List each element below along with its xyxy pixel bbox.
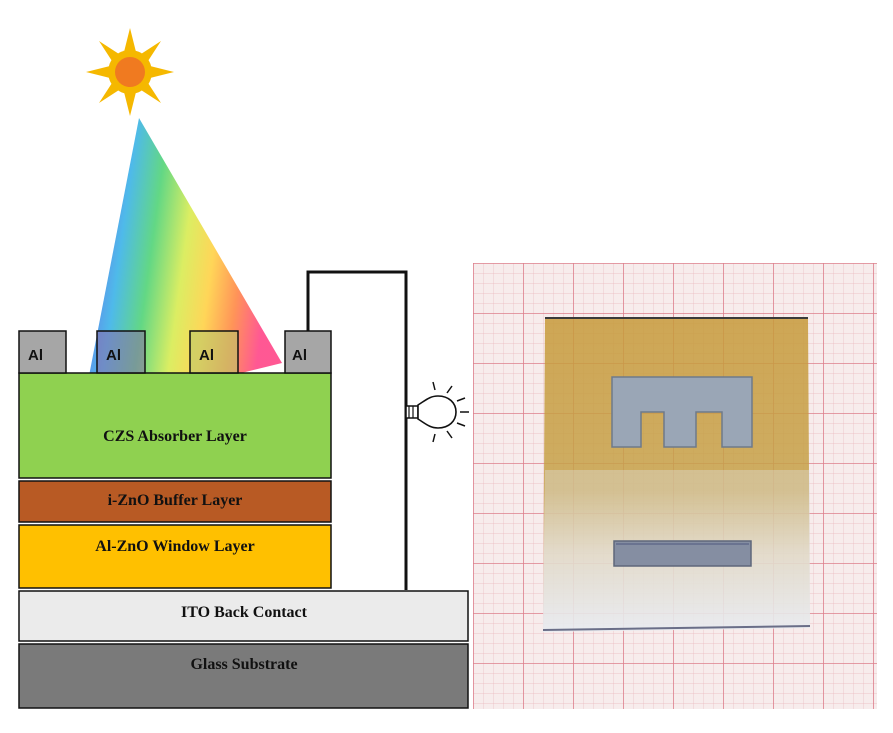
sun-icon <box>86 28 174 116</box>
circuit-wire <box>306 270 408 590</box>
glass-substrate-label: Glass Substrate <box>190 656 297 673</box>
al-contact-label: Al <box>292 347 307 364</box>
back-contact-layer: ITO Back Contact <box>18 590 469 642</box>
al-contact-label: Al <box>106 347 121 364</box>
device-photo <box>473 263 877 709</box>
al-contact-3: Al <box>189 330 239 374</box>
window-layer-label: Al-ZnO Window Layer <box>95 538 254 555</box>
buffer-layer: i-ZnO Buffer Layer <box>18 480 332 523</box>
al-contact-1: Al <box>18 330 67 374</box>
comb-electrode <box>611 376 753 448</box>
window-layer: Al-ZnO Window Layer <box>18 524 332 589</box>
al-contact-2: Al <box>96 330 146 374</box>
al-contact-label: Al <box>28 347 43 364</box>
glass-substrate-layer: Glass Substrate <box>18 643 469 709</box>
absorber-layer: CZS Absorber Layer <box>18 372 332 479</box>
light-bulb-icon <box>405 381 469 443</box>
buffer-layer-label: i-ZnO Buffer Layer <box>108 492 243 509</box>
back-contact-label: ITO Back Contact <box>181 604 308 621</box>
absorber-layer-label: CZS Absorber Layer <box>103 428 247 445</box>
bar-electrode <box>613 540 752 567</box>
al-contact-4: Al <box>284 330 332 374</box>
al-contact-label: Al <box>199 347 214 364</box>
